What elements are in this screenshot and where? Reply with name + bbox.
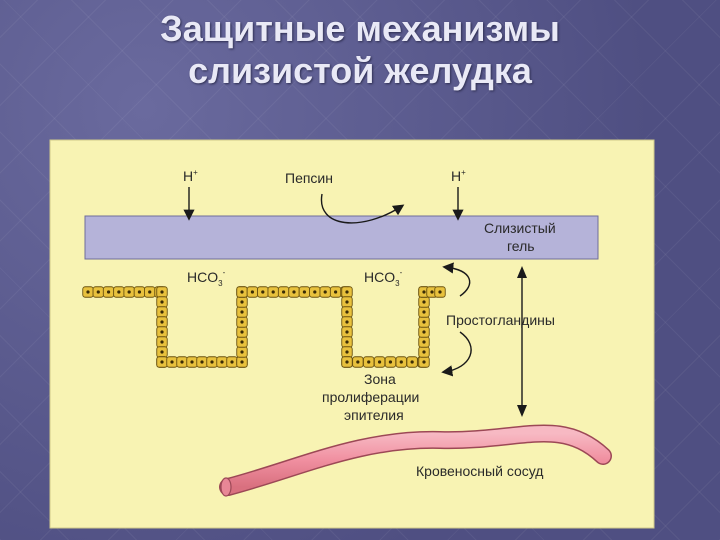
cell-nucleus [180,360,184,364]
h-plus-right-label: H+ [451,168,466,184]
cell-nucleus [160,350,164,354]
cell-nucleus [160,320,164,324]
cell-nucleus [438,290,442,294]
cell-nucleus [200,360,204,364]
cell-nucleus [240,340,244,344]
blood-vessel [219,424,612,497]
cell-nucleus [422,310,426,314]
cell-nucleus [240,290,244,294]
mucous-gel-label-line-1: Слизистый [484,220,556,236]
cell-nucleus [190,360,194,364]
slide-title: Защитные механизмы слизистой желудка [0,0,720,100]
cell-nucleus [323,290,327,294]
cell-nucleus [160,290,164,294]
cell-nucleus [292,290,296,294]
cell-nucleus [367,360,371,364]
cell-nucleus [86,290,90,294]
cell-nucleus [117,290,121,294]
hco3-left-label: HCO3- [187,268,226,288]
cell-nucleus [302,290,306,294]
cell-nucleus [334,290,338,294]
cell-nucleus [345,300,349,304]
prostaglandins-label: Простогландины [446,312,555,328]
cell-nucleus [345,340,349,344]
cell-nucleus [127,290,131,294]
prostaglandin-arrow-up [442,262,471,297]
proliferation-label-line-2: пролиферации [322,389,419,405]
cell-nucleus [160,300,164,304]
cell-nucleus [422,330,426,334]
cell-nucleus [422,320,426,324]
blood-vessel-label: Кровеносный сосуд [416,463,543,479]
cell-nucleus [170,360,174,364]
cell-nucleus [388,360,393,364]
cell-nucleus [345,360,349,364]
vessel-gel-arrow-head-down [517,405,527,417]
cell-nucleus [345,310,349,314]
cell-nucleus [240,350,244,354]
cell-nucleus [250,290,254,294]
proliferation-label-line-3: эпителия [344,407,404,423]
mucous-gel-layer [84,215,599,260]
cell-nucleus [282,290,286,294]
pepsin-arrow [320,193,405,224]
cell-nucleus [160,360,164,364]
cell-nucleus [345,290,349,294]
cell-nucleus [96,290,100,294]
cell-nucleus [240,300,244,304]
cell-nucleus [422,290,426,294]
cell-nucleus [148,290,152,294]
blood-vessel-opening [220,477,232,497]
slide-title-line-1: Защитные механизмы [160,8,560,49]
cell-nucleus [430,290,434,294]
cell-nucleus [422,350,426,354]
cell-nucleus [240,330,244,334]
cell-nucleus [313,290,317,294]
cell-nucleus [160,310,164,314]
proliferation-label-line-1: Зона [364,371,396,387]
cell-nucleus [356,360,360,364]
cell-nucleus [240,320,244,324]
cell-nucleus [345,330,349,334]
cell-nucleus [345,350,349,354]
cell-nucleus [240,360,244,364]
pepsin-label: Пепсин [285,170,333,186]
cell-nucleus [422,300,426,304]
slide-title-line-2: слизистой желудка [188,50,532,91]
cell-nucleus [261,290,265,294]
cell-nucleus [422,340,426,344]
cell-nucleus [160,330,164,334]
cell-nucleus [137,290,142,294]
blood-vessel-fill [220,426,611,495]
cell-nucleus [106,290,111,294]
cell-nucleus [399,360,403,364]
vessel-gel-arrow-head-up [517,266,527,278]
cell-nucleus [240,310,244,314]
cell-nucleus [220,360,224,364]
cell-nucleus [422,360,426,364]
cell-nucleus [160,340,164,344]
epithelium-cells [82,286,446,368]
cell-nucleus [345,320,349,324]
h-plus-left-label: H+ [183,168,198,184]
cell-nucleus [410,360,414,364]
cell-nucleus [230,360,234,364]
arrows [183,187,527,417]
hco3-right-label: HCO3- [364,268,403,288]
prostaglandin-arrow-down [441,331,472,377]
mucous-gel-label-line-2: гель [507,238,535,254]
cell-nucleus [271,290,275,294]
cell-nucleus [377,360,382,364]
cell-nucleus [210,360,214,364]
